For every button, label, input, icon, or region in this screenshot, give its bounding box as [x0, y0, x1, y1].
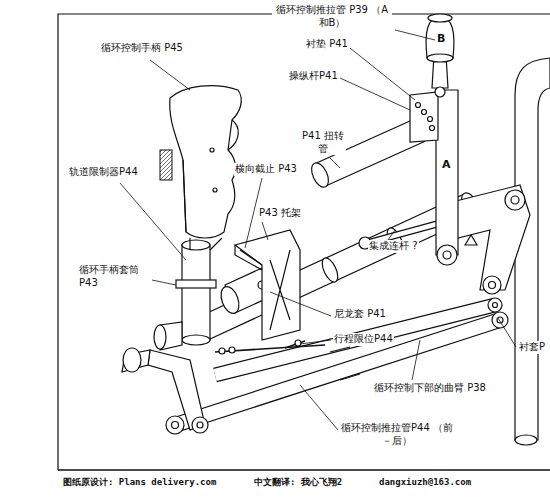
- part-label: 尼龙套 P41: [333, 308, 387, 321]
- credit-note: 中文翻译: 我心飞翔2: [253, 477, 343, 488]
- part-label: 操纵杆P41: [288, 70, 339, 83]
- part-label: 横向截止 P43: [234, 163, 298, 176]
- part-letter: B: [436, 32, 446, 46]
- credit-note: 图纸原设计: Plans delivery.com: [62, 477, 217, 488]
- credit-note: dangxiuzh@163.com: [378, 477, 472, 488]
- part-label: 循环控制推拉管P44 （前－后）: [340, 422, 454, 447]
- part-label: P41 扭转管: [300, 130, 346, 155]
- part-label: 衬套P: [518, 341, 546, 354]
- part-label: 集成连杆 ?: [368, 240, 419, 253]
- part-label: 循环控制下部的曲臂 P38: [373, 382, 487, 395]
- part-label: 轨道限制器P44: [68, 166, 139, 179]
- part-label: 循环控制手柄 P45: [100, 42, 184, 55]
- part-label: 循环控制推拉管 P39 （A和B）: [272, 4, 392, 29]
- part-label: 衬垫 P41: [305, 38, 349, 51]
- part-label: 行程限位P44: [333, 333, 394, 346]
- part-label: 循环手柄套筒 P43: [78, 264, 152, 289]
- part-label: P43 托架: [258, 207, 302, 220]
- part-letter: A: [441, 158, 452, 172]
